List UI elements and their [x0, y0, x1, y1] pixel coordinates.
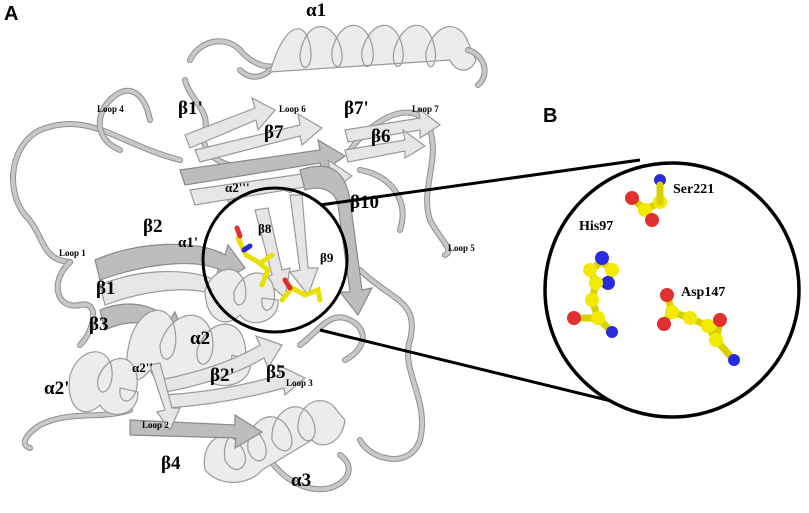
oxygen-atom: [713, 313, 727, 327]
label-alpha2ppp: α2''': [225, 180, 250, 195]
carbon-atom: [709, 333, 723, 347]
nitrogen-atom: [654, 174, 666, 186]
zoom-panel: [543, 161, 801, 419]
loop2-strands: [149, 362, 181, 432]
label-loop7: Loop 7: [412, 104, 439, 114]
label-loop4: Loop 4: [97, 104, 124, 114]
beta-sheet-bottom: [129, 334, 307, 450]
panel-label-a: A: [4, 3, 18, 25]
carbon-atom: [605, 263, 619, 277]
carbon-atom: [701, 319, 715, 333]
label-loop3: Loop 3: [286, 378, 313, 388]
carbon-atom: [585, 293, 599, 307]
nitrogen-atom: [595, 251, 609, 265]
connector-line-bottom: [319, 328, 641, 410]
coil-loops: [10, 38, 452, 493]
label-beta3: β3: [89, 314, 109, 335]
carbon-atom: [665, 305, 679, 319]
his97-ball-stick: [567, 251, 619, 338]
zoom-circle-large: [543, 161, 801, 419]
label-asp147: Asp147: [681, 285, 725, 300]
beta-sheet-top: [179, 96, 442, 206]
zoom-circle-small: [201, 186, 349, 334]
label-alpha1p: α1': [178, 235, 198, 251]
label-alpha3: α3: [291, 470, 311, 491]
oxygen-atom: [657, 317, 671, 331]
asp-oxygen-stick: [282, 277, 293, 291]
oxygen-atom: [645, 213, 659, 227]
label-beta6: β6: [371, 126, 391, 147]
nitrogen-atom: [728, 354, 740, 366]
oxygen-atom: [625, 191, 639, 205]
ser221-ball-stick: [625, 174, 667, 227]
label-beta5: β5: [266, 362, 286, 383]
label-beta10: β10: [350, 192, 379, 213]
asp147-ball-stick: [657, 288, 740, 366]
label-beta8: β8: [258, 221, 272, 236]
label-beta2: β2: [143, 216, 163, 237]
label-beta1: β1: [96, 278, 116, 299]
nitrogen-atom: [601, 276, 615, 290]
helix-alpha3: [203, 400, 346, 483]
label-alpha1: α1: [306, 0, 326, 21]
carbon-atom: [583, 263, 597, 277]
nitrogen-atom: [606, 326, 618, 338]
label-his97: His97: [579, 219, 613, 234]
label-ser221: Ser221: [673, 182, 714, 197]
panel-label-b: B: [543, 105, 557, 127]
label-beta4: β4: [161, 453, 181, 474]
label-beta9: β9: [320, 250, 334, 265]
active-site-sticks: [234, 225, 323, 303]
oxygen-atom: [567, 311, 581, 325]
label-beta7p: β7': [344, 98, 369, 119]
label-beta7: β7: [264, 122, 284, 143]
oxygen-atom: [660, 288, 674, 302]
carbon-atom: [638, 203, 652, 217]
carbon-atom: [589, 276, 603, 290]
protein-structure: [10, 24, 488, 493]
carbon-atom: [683, 311, 697, 325]
helix-alpha1: [237, 24, 488, 88]
helix-alpha2p: [68, 351, 139, 415]
label-loop2: Loop 2: [142, 420, 169, 430]
label-loop1: Loop 1: [59, 248, 86, 258]
label-alpha2p: α2': [44, 378, 69, 399]
label-alpha2pp: α2'': [132, 360, 153, 375]
label-loop5: Loop 5: [448, 243, 475, 253]
connector-line-top: [319, 158, 641, 207]
label-beta1p: β1': [178, 98, 203, 119]
carbon-atom: [591, 311, 605, 325]
label-alpha2: α2: [190, 328, 210, 349]
zoom-indicator: [201, 158, 641, 410]
label-beta2p: β2': [210, 365, 235, 386]
his-nitrogen-stick: [241, 243, 253, 253]
label-loop6: Loop 6: [279, 104, 306, 114]
oxygen-stick: [234, 225, 243, 239]
